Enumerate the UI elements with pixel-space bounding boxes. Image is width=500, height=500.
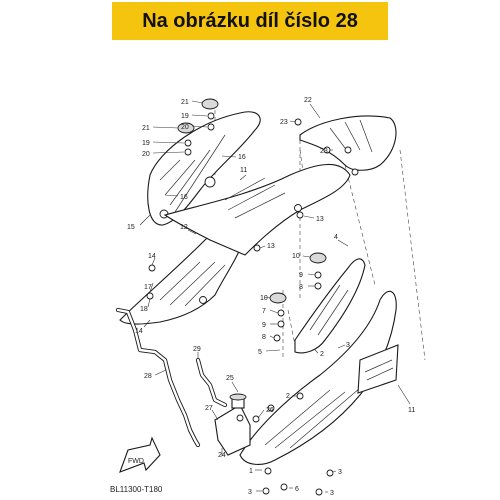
callout-21-b: 21	[142, 125, 150, 132]
callout-19-a: 19	[181, 113, 189, 120]
callout-23-b: 23	[320, 148, 328, 155]
part-11-side-panel	[163, 163, 351, 256]
part-11-emblem	[357, 344, 399, 394]
callout-2-a: 2	[320, 351, 324, 358]
part-28-hose	[115, 307, 201, 448]
callout-12: 12	[180, 224, 188, 231]
callout-13-b: 13	[267, 243, 275, 250]
callout-4: 4	[334, 234, 338, 241]
callout-9-a: 9	[299, 272, 303, 279]
part-29-breather-hose	[195, 357, 228, 408]
callout-8-a: 8	[299, 284, 303, 291]
callout-28: 28	[144, 373, 152, 380]
callout-16-b: 16	[180, 194, 188, 201]
part-4-side-cover	[294, 258, 366, 354]
callout-13-a: 13	[316, 216, 324, 223]
callout-1: 1	[249, 468, 253, 475]
callout-17: 17	[144, 284, 152, 291]
callout-25: 25	[226, 375, 234, 382]
callout-9-b: 9	[262, 322, 266, 329]
callout-3-c: 3	[248, 489, 252, 496]
callout-11-a: 11	[240, 167, 247, 174]
callout-2-b: 2	[286, 393, 290, 400]
rubber-caps	[177, 98, 327, 304]
callout-26: 26	[266, 407, 274, 414]
callout-5: 5	[258, 349, 262, 356]
part-15-grab-handle	[147, 111, 261, 226]
callout-14-a: 14	[148, 253, 156, 260]
callout-3-b: 3	[338, 469, 342, 476]
callout-27: 27	[205, 405, 213, 412]
callout-18: 18	[140, 306, 148, 313]
fwd-arrow: FWD	[119, 436, 161, 473]
fwd-label: FWD	[128, 458, 144, 465]
callouts: 21 19 20 21 19 20 16 16 15 11 22 23 23 1…	[127, 97, 415, 497]
callout-20-b: 20	[142, 151, 150, 158]
fasteners	[146, 112, 334, 496]
diagram-code: BL11300-T180	[110, 485, 163, 494]
callout-3-d: 3	[330, 490, 334, 497]
callout-16-a: 16	[238, 154, 246, 161]
callout-11-b: 11	[408, 407, 415, 414]
callout-21-a: 21	[181, 99, 189, 106]
title-banner: Na obrázku díl číslo 28	[112, 2, 388, 40]
callout-8-b: 8	[262, 334, 266, 341]
part-1-lower-cover	[239, 290, 397, 465]
callout-19-b: 19	[142, 140, 150, 147]
callout-7: 7	[262, 308, 266, 315]
callout-23-a: 23	[280, 119, 288, 126]
banner-title: Na obrázku díl číslo 28	[142, 9, 358, 32]
callout-22: 22	[304, 97, 312, 104]
callout-24: 24	[218, 452, 226, 459]
callout-15: 15	[127, 224, 135, 231]
callout-3-a: 3	[346, 342, 350, 349]
callout-10-b: 10	[260, 295, 268, 302]
callout-6: 6	[295, 486, 299, 493]
callout-29: 29	[193, 346, 201, 353]
callout-14-b: 14	[135, 328, 143, 335]
callout-20-a: 20	[181, 124, 189, 131]
callout-10-a: 10	[292, 253, 300, 260]
